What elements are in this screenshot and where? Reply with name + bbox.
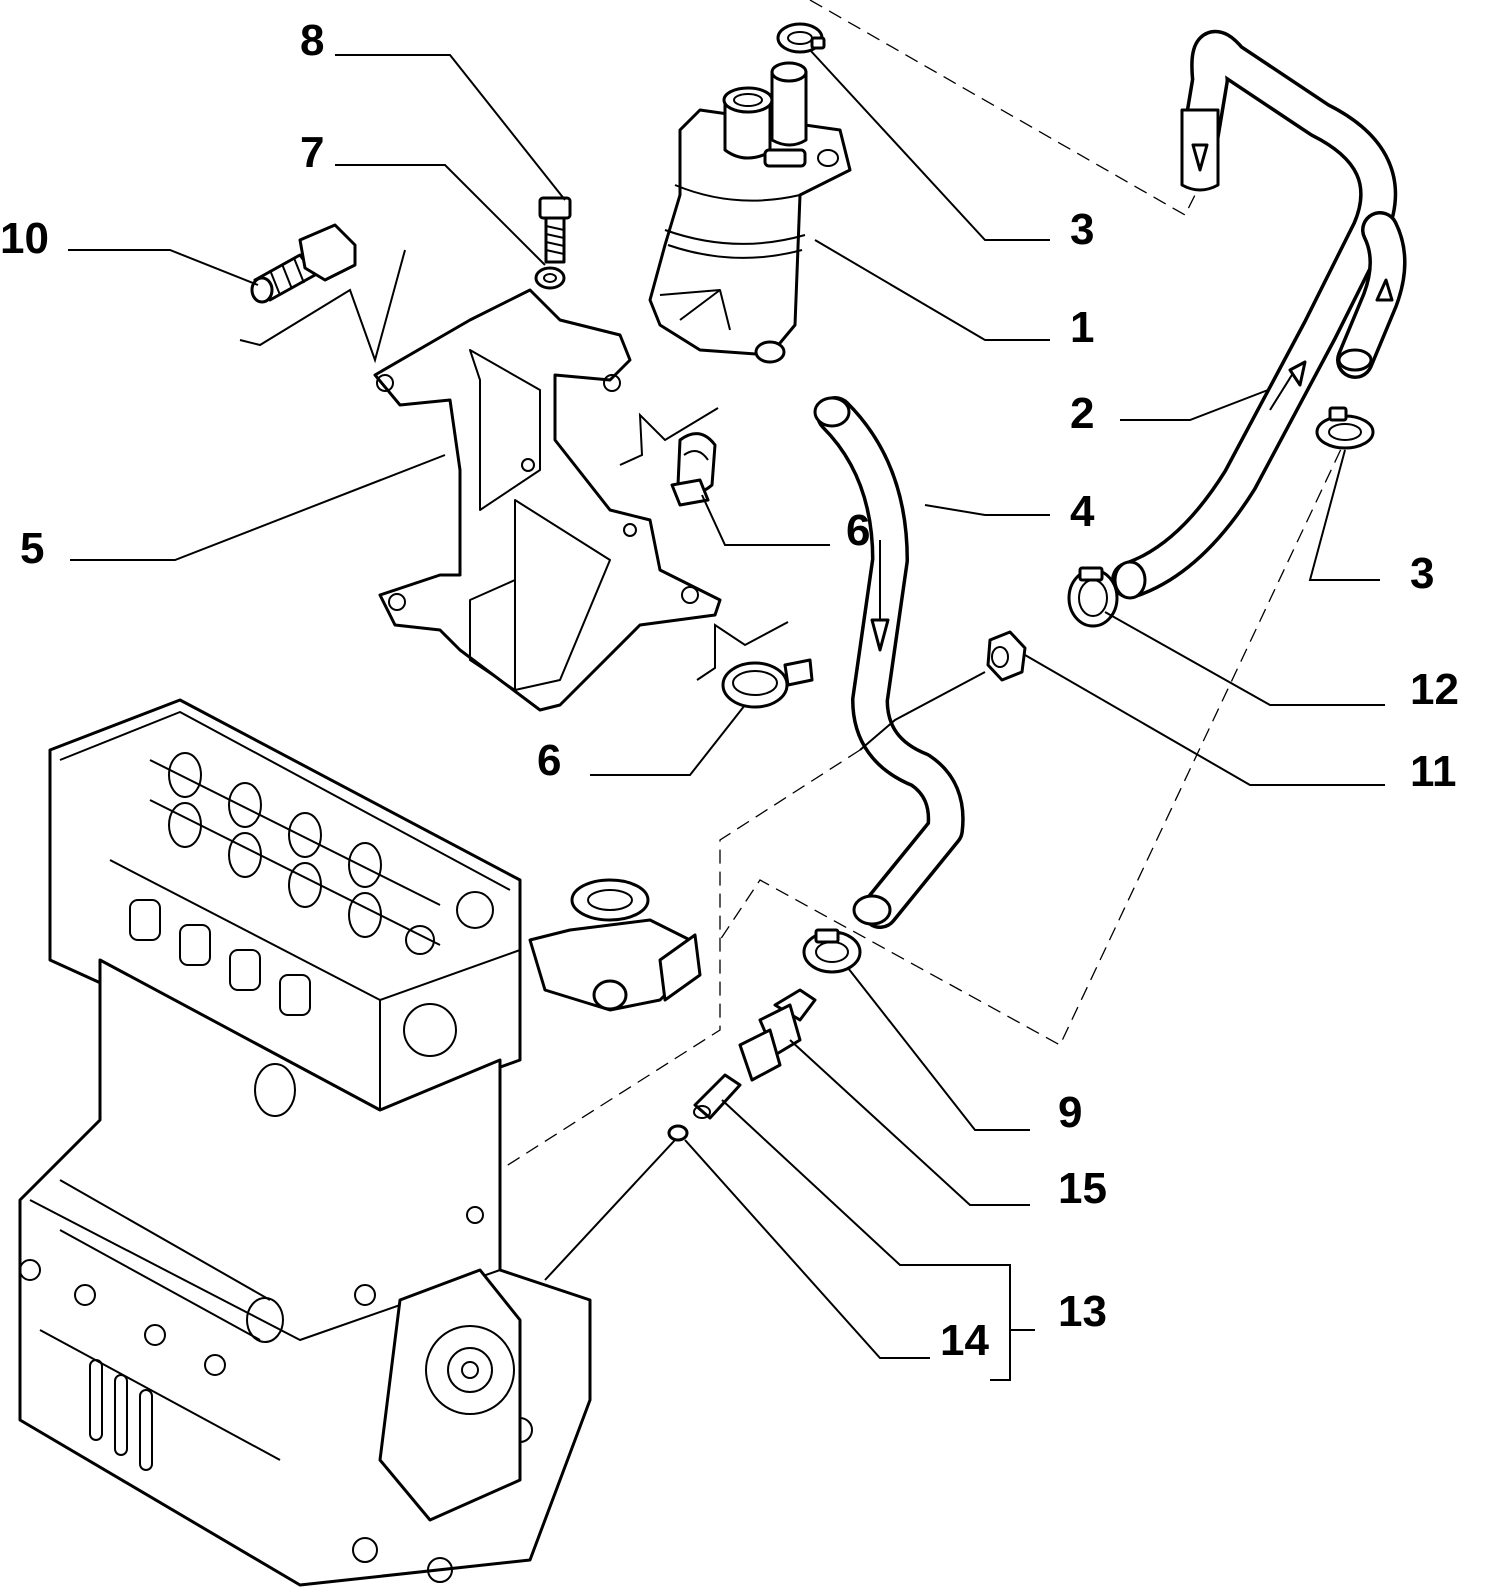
callout-15: 15 <box>1058 1164 1107 1213</box>
oil-pan-ribs <box>89 1359 153 1471</box>
callout-6-upper: 6 <box>846 506 870 555</box>
hose-4 <box>813 396 965 929</box>
hose-clamp-top <box>776 22 826 54</box>
callout-labels: 8 7 10 3 1 2 4 6 5 3 12 6 11 9 15 13 14 <box>0 16 1459 1365</box>
o-ring-14 <box>667 1124 689 1142</box>
hex-bolt <box>250 223 357 304</box>
callout-6-lower: 6 <box>537 736 561 785</box>
callout-13: 13 <box>1058 1287 1107 1336</box>
callout-5: 5 <box>20 524 44 573</box>
engine-block <box>18 698 702 1587</box>
callout-14: 14 <box>940 1316 989 1365</box>
mounting-bracket <box>373 288 722 712</box>
callout-7: 7 <box>300 128 324 177</box>
callout-4: 4 <box>1070 487 1095 536</box>
callout-8: 8 <box>300 16 324 65</box>
plug <box>986 630 1027 682</box>
connector-union <box>738 988 817 1082</box>
leader-lines <box>68 49 1385 1381</box>
engine-side-fitting <box>528 878 702 1012</box>
callout-3-right: 3 <box>1410 549 1434 598</box>
callout-3-top: 3 <box>1070 205 1094 254</box>
callout-1: 1 <box>1070 303 1094 352</box>
callout-2: 2 <box>1070 389 1094 438</box>
callout-11: 11 <box>1410 747 1457 796</box>
washer <box>534 266 566 290</box>
small-bolt <box>538 196 572 264</box>
clip-lower <box>721 658 814 709</box>
callout-12: 12 <box>1410 665 1459 714</box>
clip-upper <box>670 432 717 507</box>
hose-clamp-12 <box>1067 566 1119 628</box>
callout-9: 9 <box>1058 1088 1082 1137</box>
pipe-13 <box>693 1073 742 1120</box>
oil-separator <box>648 61 852 364</box>
camshafts <box>149 752 441 946</box>
callout-10: 10 <box>0 214 49 263</box>
hose-2 <box>1111 29 1407 600</box>
hose-clamp-right <box>1315 406 1375 450</box>
head-ports <box>129 891 494 1057</box>
dashed-reference-lines <box>499 0 1351 1171</box>
hose-clamp-9 <box>802 928 862 974</box>
